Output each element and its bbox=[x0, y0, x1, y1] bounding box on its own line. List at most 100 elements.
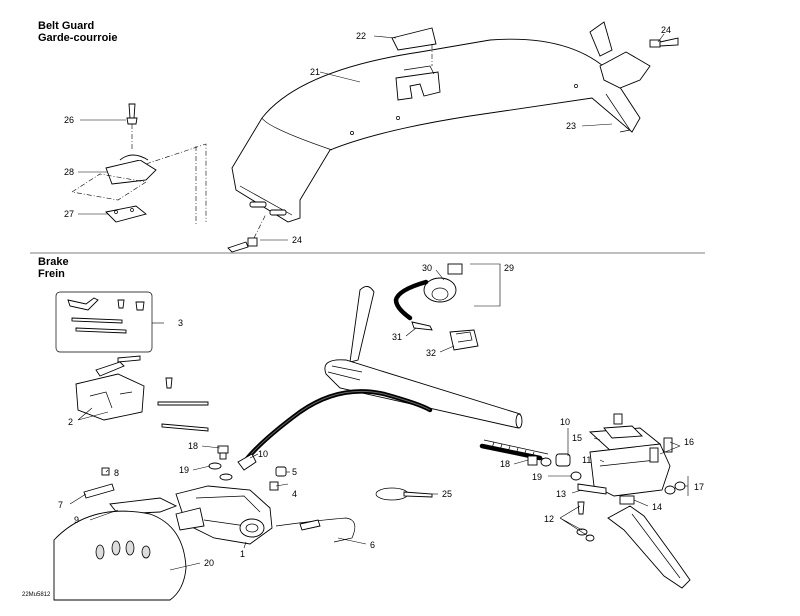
callout-10-left: 10 bbox=[258, 449, 268, 459]
belt-guard-hole bbox=[396, 116, 400, 120]
bleeder-screw bbox=[269, 481, 279, 491]
leader-11 bbox=[599, 459, 605, 463]
kit-clip bbox=[67, 297, 99, 311]
latch-hook bbox=[119, 154, 149, 161]
caliper-bracket-set bbox=[75, 355, 209, 432]
leader-16 bbox=[659, 441, 681, 455]
switch-wire bbox=[393, 279, 429, 321]
banjo-bolt-head bbox=[217, 445, 229, 454]
caliper-piston-inner bbox=[245, 523, 259, 533]
leader-14 bbox=[633, 499, 649, 507]
callout-19-right: 19 bbox=[532, 472, 542, 482]
disc-slot bbox=[95, 544, 105, 560]
nut bbox=[101, 467, 110, 476]
callout-29: 29 bbox=[504, 263, 514, 273]
callout-23: 23 bbox=[566, 121, 576, 131]
guard-latch-group bbox=[71, 103, 207, 224]
banjo-fitting bbox=[237, 453, 257, 471]
leader-18a bbox=[201, 445, 221, 449]
kit-screw bbox=[135, 301, 145, 311]
guide-pin bbox=[157, 401, 209, 406]
callout-22: 22 bbox=[356, 31, 366, 41]
bracket-29 bbox=[470, 263, 501, 307]
plate-hole bbox=[114, 210, 118, 214]
leader-8 bbox=[105, 469, 109, 473]
callout-18-right: 18 bbox=[500, 459, 510, 469]
brake-disc bbox=[53, 510, 187, 601]
callout-15: 15 bbox=[572, 433, 582, 443]
mounting-outline bbox=[71, 173, 147, 201]
latch-alignment-line bbox=[145, 143, 207, 222]
leader-12 bbox=[559, 505, 589, 537]
callout-7: 7 bbox=[58, 500, 63, 510]
callout-21: 21 bbox=[310, 67, 320, 77]
callout-13: 13 bbox=[556, 489, 566, 499]
callout-5: 5 bbox=[292, 467, 297, 477]
pivot-bolt bbox=[577, 501, 585, 515]
callout-30: 30 bbox=[422, 263, 432, 273]
disc-slot bbox=[111, 540, 121, 556]
master-piston bbox=[577, 483, 607, 495]
caliper-bracket bbox=[75, 373, 145, 421]
handlebar bbox=[324, 286, 523, 429]
leader-22 bbox=[373, 35, 397, 39]
spring-clip bbox=[95, 361, 125, 377]
small-pin bbox=[117, 355, 141, 363]
leader-30 bbox=[435, 269, 445, 281]
brake-switch-group bbox=[393, 263, 479, 351]
leader-4 bbox=[275, 483, 289, 487]
kit-frame bbox=[55, 291, 153, 353]
callout-18-left: 18 bbox=[188, 441, 198, 451]
banjo-fitting bbox=[555, 453, 571, 467]
callout-2: 2 bbox=[68, 417, 73, 427]
belt-guard-title-en: Belt Guard bbox=[38, 20, 95, 32]
callout-24-top: 24 bbox=[661, 25, 671, 35]
handlebar-bar bbox=[324, 359, 521, 429]
guard-bracket bbox=[599, 51, 651, 89]
plate-hole bbox=[130, 208, 134, 212]
belt-guard-assembly bbox=[227, 21, 679, 253]
rivet-shaft bbox=[128, 103, 136, 119]
callout-6: 6 bbox=[370, 540, 375, 550]
caliper-ribs bbox=[195, 495, 261, 527]
switch-housing bbox=[423, 277, 457, 303]
callout-32: 32 bbox=[426, 348, 436, 358]
leader-15 bbox=[593, 437, 601, 441]
master-cylinder bbox=[527, 413, 691, 589]
switch-screw bbox=[447, 263, 463, 275]
leader-21 bbox=[319, 71, 361, 83]
cable-tie-loop bbox=[375, 487, 409, 501]
callout-25: 25 bbox=[442, 489, 452, 499]
disc-face bbox=[53, 510, 187, 601]
brake-title-en: Brake bbox=[38, 256, 69, 268]
belt-guard-title: Belt Guard Garde-courroie bbox=[38, 20, 117, 44]
leader-6 bbox=[337, 537, 367, 545]
callout-28: 28 bbox=[64, 167, 74, 177]
leader-2 bbox=[77, 407, 109, 421]
leader-19a bbox=[192, 465, 211, 471]
clamp-screw bbox=[663, 437, 673, 453]
leader-13 bbox=[571, 489, 583, 494]
wire-terminal bbox=[411, 321, 433, 331]
bracket-screw bbox=[165, 377, 173, 389]
leader-32 bbox=[439, 345, 455, 353]
lever-pivot bbox=[619, 495, 635, 505]
callout-4: 4 bbox=[292, 489, 297, 499]
belt-guard-hole bbox=[574, 84, 578, 88]
bracket-detail bbox=[89, 391, 133, 409]
push-pin-body bbox=[227, 241, 249, 253]
handlebar-clamp bbox=[327, 365, 363, 381]
disc-slot bbox=[141, 545, 151, 559]
body-seam bbox=[599, 459, 657, 467]
leader-18b bbox=[513, 459, 529, 465]
leader-20 bbox=[169, 562, 201, 571]
sealing-washer bbox=[570, 471, 582, 481]
callout-12: 12 bbox=[544, 514, 554, 524]
guard-pin bbox=[605, 93, 631, 133]
caliper-mount bbox=[175, 507, 205, 531]
banjo-bolt-shank bbox=[219, 452, 227, 460]
cover-screw bbox=[613, 413, 623, 425]
guard-clip-top bbox=[403, 65, 435, 75]
belt-guard-hole bbox=[350, 131, 354, 135]
